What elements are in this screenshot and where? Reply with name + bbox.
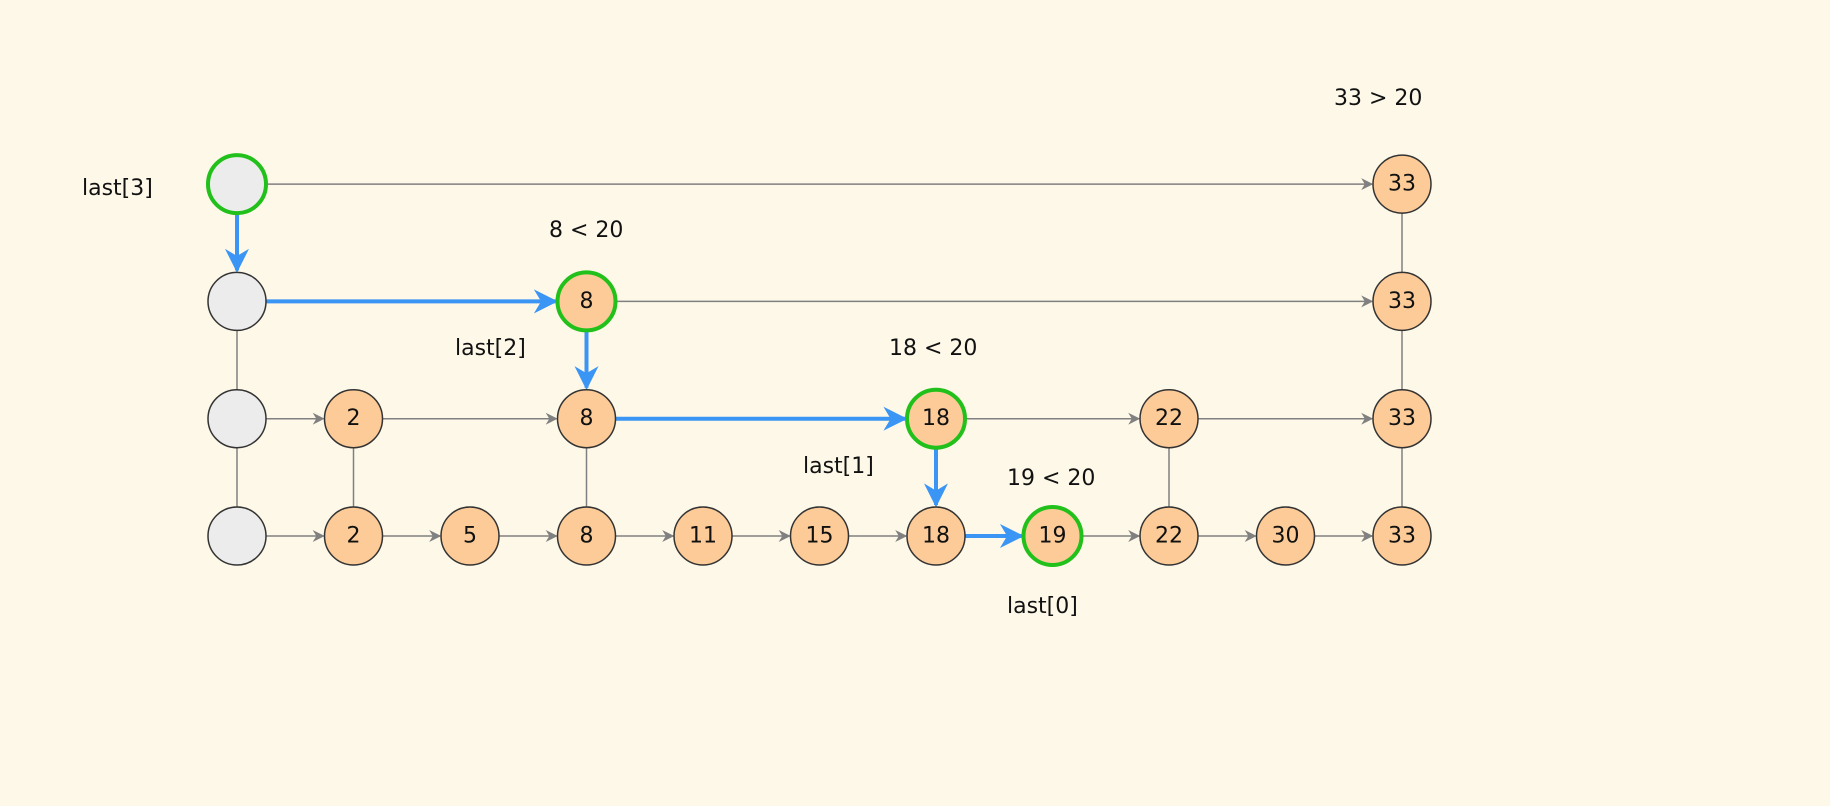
node-value: 5 [463, 524, 477, 549]
list-node: 8 [556, 388, 617, 449]
node-value: 8 [580, 406, 594, 431]
node-value: 11 [689, 524, 717, 549]
node-circle [207, 506, 267, 566]
node-circle [1021, 505, 1084, 567]
node-value: 8 [580, 524, 594, 549]
node-value: 22 [1155, 406, 1183, 431]
node-circle [789, 506, 850, 566]
label-last0: last[0] [1007, 594, 1078, 619]
node-circle [323, 388, 384, 449]
node-value: 22 [1155, 524, 1183, 549]
node-circle [1372, 154, 1432, 214]
node-value: 8 [580, 289, 594, 314]
node-circle [323, 506, 384, 566]
label-last3: last[3] [82, 176, 153, 201]
node-value: 30 [1272, 524, 1300, 549]
node-circle [1372, 388, 1432, 449]
edges [225, 178, 1403, 548]
node-value: 15 [806, 524, 834, 549]
node-circle [207, 271, 267, 332]
list-node: 5 [440, 506, 500, 566]
node-value: 33 [1388, 172, 1416, 197]
node-circle [556, 388, 617, 449]
node-value: 2 [347, 406, 361, 431]
head-node [207, 388, 267, 449]
list-node: 33 [1372, 506, 1432, 566]
node-value: 2 [347, 524, 361, 549]
head-node [207, 271, 267, 332]
head-node [207, 506, 267, 566]
label-cmp-33: 33 > 20 [1334, 86, 1422, 111]
list-node: 33 [1372, 154, 1432, 214]
list-node: 22 [1139, 506, 1199, 566]
list-node: 33 [1372, 388, 1432, 449]
node-circle [905, 387, 967, 450]
head-node [206, 153, 268, 216]
list-node: 22 [1139, 388, 1199, 449]
label-cmp-8: 8 < 20 [549, 218, 623, 243]
node-value: 33 [1388, 289, 1416, 314]
label-cmp-19: 19 < 20 [1007, 466, 1095, 491]
node-circle [906, 506, 966, 566]
node-value: 33 [1388, 524, 1416, 549]
label-last1: last[1] [803, 454, 874, 479]
list-node: 18 [906, 506, 966, 566]
node-circle [207, 388, 267, 449]
node-value: 19 [1039, 524, 1067, 549]
list-node: 30 [1255, 506, 1316, 566]
node-circle [206, 153, 268, 216]
node-circle [673, 506, 733, 566]
node-circle [555, 270, 618, 333]
node-circle [556, 506, 617, 566]
node-value: 33 [1388, 406, 1416, 431]
node-circle [1372, 506, 1432, 566]
list-node: 15 [789, 506, 850, 566]
list-node: 2 [323, 388, 384, 449]
list-node: 11 [673, 506, 733, 566]
node-circle [1139, 506, 1199, 566]
label-cmp-18: 18 < 20 [889, 336, 977, 361]
list-node: 33 [1372, 271, 1432, 332]
list-node: 8 [555, 270, 618, 333]
list-node: 8 [556, 506, 617, 566]
node-circle [440, 506, 500, 566]
node-value: 18 [922, 524, 950, 549]
node-circle [1372, 271, 1432, 332]
node-circle [1139, 388, 1199, 449]
list-node: 18 [905, 387, 967, 450]
list-node: 2 [323, 506, 384, 566]
node-value: 18 [922, 406, 950, 431]
list-node: 19 [1021, 505, 1084, 567]
label-last2: last[2] [455, 336, 526, 361]
node-circle [1255, 506, 1316, 566]
nodes: 2 5 8 11 15 18 19 22 30 33 2 8 18 22 33 8 33 33 [206, 153, 1432, 567]
